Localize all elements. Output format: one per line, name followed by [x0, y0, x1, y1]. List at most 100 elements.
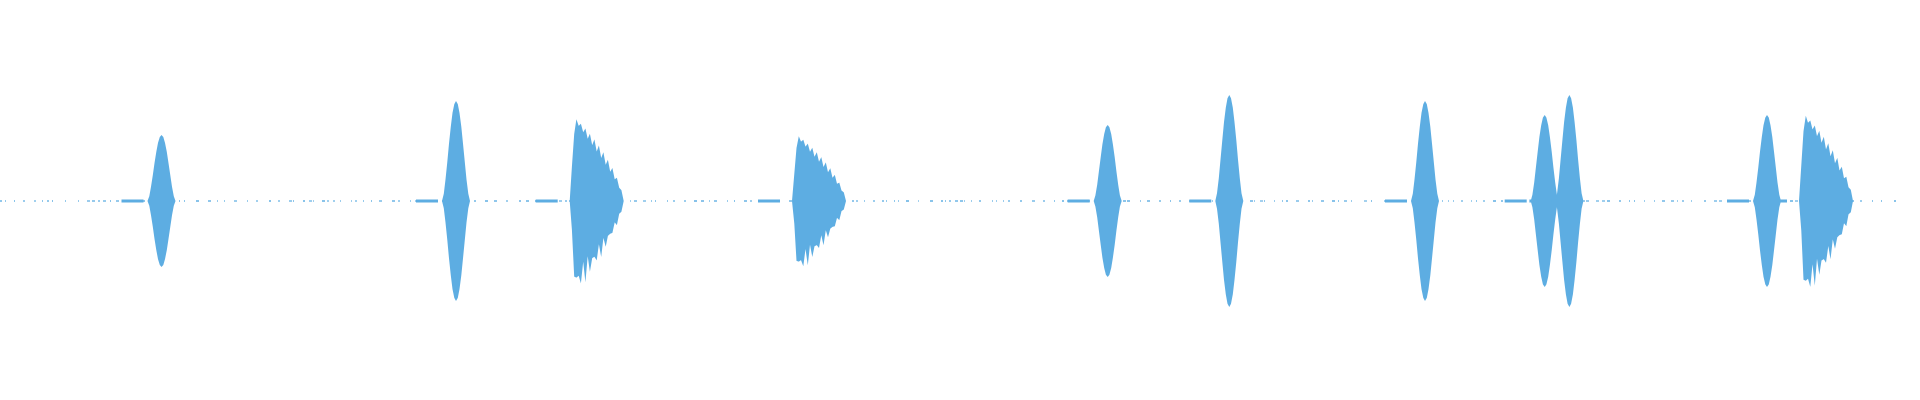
baseline-dash [1364, 200, 1367, 202]
baseline-dash [526, 200, 529, 202]
baseline-dash [971, 200, 972, 202]
waveform-burst [535, 119, 624, 284]
baseline-dash [87, 200, 90, 202]
baseline-dash [42, 200, 43, 202]
burst-envelope [442, 101, 470, 301]
baseline-dash [941, 200, 943, 202]
baseline-dash [1704, 200, 1706, 202]
baseline-dash [247, 200, 248, 202]
waveform-burst [1385, 101, 1439, 301]
baseline-dash [1286, 200, 1288, 202]
baseline-dash [1662, 200, 1665, 202]
baseline-dash [1170, 200, 1171, 202]
baseline-dash [1159, 200, 1161, 202]
baseline-dash [992, 200, 993, 202]
baseline-dash [886, 200, 887, 202]
baseline-dash [630, 200, 631, 202]
baseline-dash [673, 200, 675, 202]
baseline-dash [351, 200, 352, 202]
burst-lead-in [1529, 199, 1552, 203]
baseline-dash [303, 200, 305, 202]
baseline-dash [996, 200, 997, 202]
baseline-dash [1351, 200, 1352, 202]
baseline-dash [5, 200, 6, 202]
baseline-dash [852, 200, 854, 202]
waveform-burst [1529, 95, 1584, 307]
baseline-dash [906, 200, 909, 202]
baseline-dash [269, 200, 271, 202]
baseline-dash [1008, 200, 1010, 202]
baseline-dash [1582, 200, 1585, 202]
baseline-dash [234, 200, 237, 202]
baseline-dash [179, 200, 180, 202]
baseline-dash [103, 200, 106, 202]
baseline-dash [410, 200, 411, 202]
baseline-dash [224, 200, 225, 202]
baseline-dash [98, 200, 100, 202]
baseline-dash [714, 200, 717, 202]
baseline-dash [289, 200, 292, 202]
baseline-dash [856, 200, 858, 202]
baseline-dash [494, 200, 497, 202]
baseline-dash [217, 200, 218, 202]
baseline-dash [110, 200, 111, 202]
baseline-dash [322, 200, 325, 202]
baseline-dash [1371, 200, 1372, 202]
baseline-dash [1453, 200, 1454, 202]
baseline-dash [1282, 200, 1283, 202]
baseline-dash [392, 200, 395, 202]
baseline-dash [355, 200, 357, 202]
waveform-burst [416, 101, 470, 301]
baseline-dash [1881, 200, 1882, 202]
baseline-dash [1691, 200, 1692, 202]
baseline-dash [918, 200, 919, 202]
baseline-dash [634, 200, 637, 202]
baseline-dash [684, 200, 686, 202]
baseline-dash [379, 200, 382, 202]
burst-lead-in [121, 199, 144, 203]
baseline-dash [667, 200, 668, 202]
baseline-dash [1054, 200, 1055, 202]
baseline-dash [979, 200, 981, 202]
baseline-dash [196, 200, 199, 202]
baseline-dash [519, 200, 521, 202]
burst-envelope [1215, 95, 1244, 307]
baseline-dash [474, 200, 476, 202]
baseline-dash [789, 200, 792, 202]
baseline-dash [1602, 200, 1605, 202]
baseline-dash [92, 200, 95, 202]
baseline-dash [1677, 200, 1678, 202]
burst-envelope [792, 136, 846, 267]
baseline-dash [1607, 200, 1610, 202]
baseline-dash [930, 200, 933, 202]
baseline-dash [960, 200, 963, 202]
baseline-dash [1147, 200, 1150, 202]
baseline-dash [415, 200, 416, 202]
baseline-dash [1619, 200, 1621, 202]
baseline-dash [14, 200, 15, 202]
burst-envelope [1799, 115, 1853, 287]
baseline-dash [371, 200, 372, 202]
baseline-dash [727, 200, 728, 202]
baseline-dash [1671, 200, 1674, 202]
baseline-dash [945, 200, 946, 202]
baseline-dash [65, 200, 66, 202]
baseline-dash [1442, 200, 1443, 202]
waveform-burst [758, 136, 846, 267]
burst-lead-in [535, 199, 558, 203]
baseline-dash [1790, 200, 1793, 202]
baseline-dash [184, 200, 185, 202]
baseline-dash [1795, 200, 1798, 202]
burst-lead-in [1727, 199, 1749, 203]
baseline-dash [116, 200, 119, 202]
baseline-dash [1714, 200, 1717, 202]
burst-lead-in [1504, 199, 1527, 203]
burst-lead-in [1765, 199, 1787, 203]
baseline-dash [1448, 200, 1449, 202]
baseline-dash [1260, 200, 1263, 202]
baseline-dash [485, 200, 488, 202]
baseline-dash [1471, 200, 1472, 202]
baseline-dash [333, 200, 335, 202]
baseline-dash [34, 200, 36, 202]
